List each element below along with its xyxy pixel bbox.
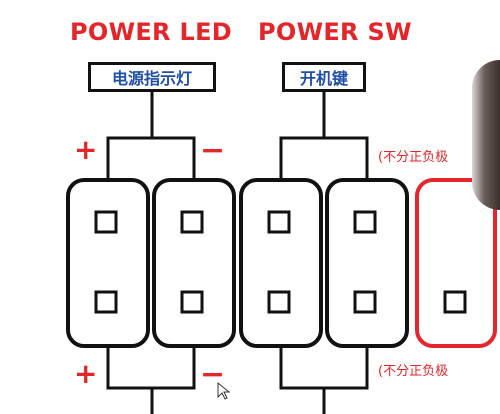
pin-square [180,290,204,314]
power-sw-note-bottom: (不分正负极 [378,364,449,379]
pin-square [353,210,377,234]
pin-square [94,210,118,234]
presenter-photo-edge [472,60,500,210]
sw-bottom-bracket [279,346,369,390]
plus-sign-top: + [74,133,98,166]
led-pin-housing-negative [152,178,236,348]
power-sw-label-box: 开机键 [282,62,366,92]
led-top-bracket [106,136,196,180]
pin-square [94,290,118,314]
led-bottom-bracket [106,346,196,390]
pin-square [443,290,467,314]
mouse-pointer-icon [217,381,231,400]
empty-pin-housing [415,178,497,348]
pin-square [180,210,204,234]
power-led-label-box: 电源指示灯 [88,62,216,92]
pin-square [353,290,377,314]
power-led-label: 电源指示灯 [111,69,192,88]
sw-top-bracket [279,136,369,180]
power-sw-title: POWER SW [258,18,412,46]
minus-sign-top: − [200,133,226,168]
power-sw-label: 开机键 [299,69,348,88]
minus-sign-bottom: − [200,357,226,392]
pin-square [267,290,291,314]
sw-pin-housing-1 [239,178,323,348]
pin-square [267,210,291,234]
plus-sign-bottom: + [74,357,98,390]
power-sw-note-top: (不分正负极 [378,150,449,165]
power-led-title: POWER LED [70,18,233,46]
led-pin-housing-positive [66,178,150,348]
sw-pin-housing-2 [325,178,409,348]
